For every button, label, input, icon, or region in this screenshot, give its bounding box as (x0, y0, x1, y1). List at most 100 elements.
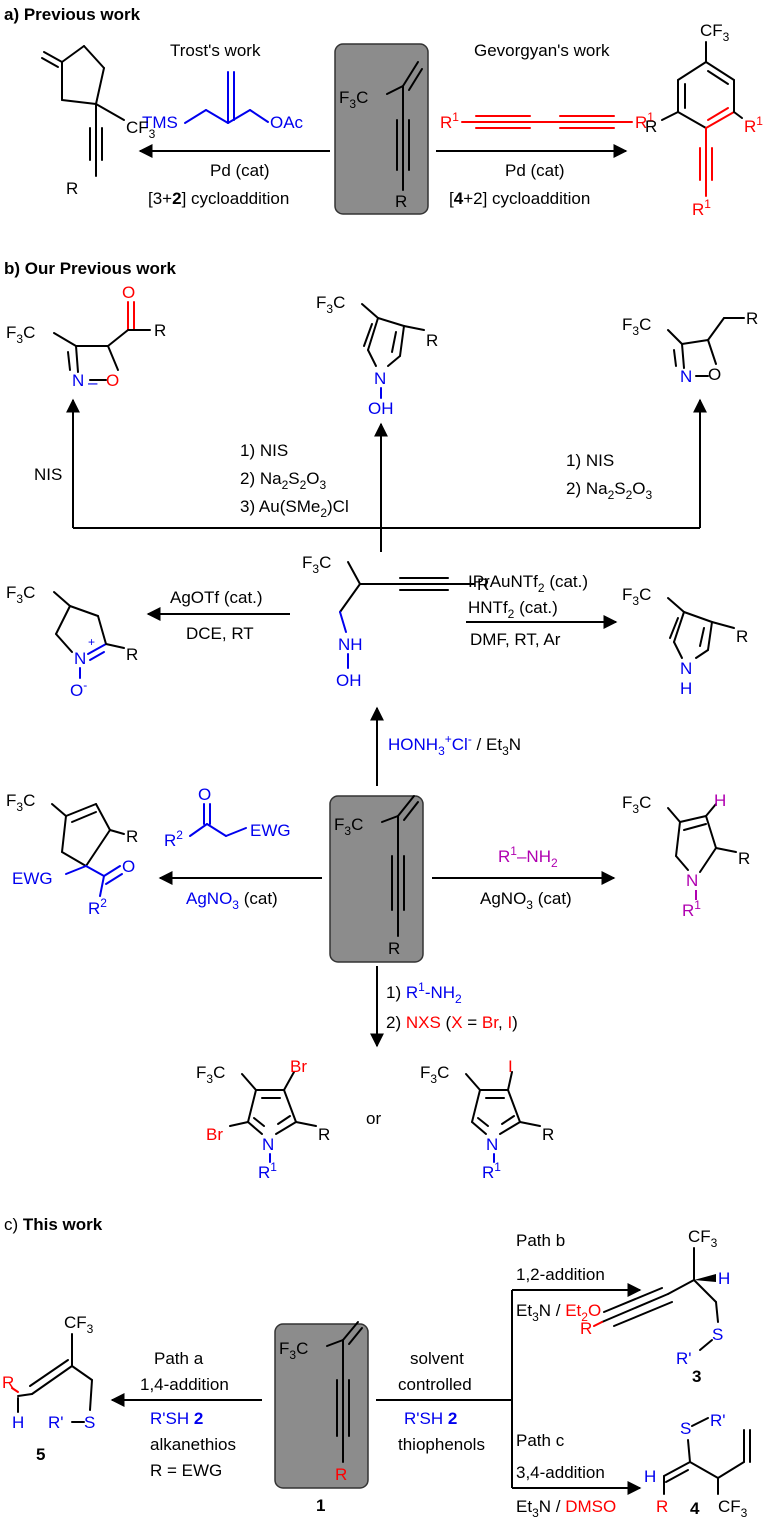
svg-text:H: H (12, 1413, 24, 1432)
svg-text:N: N (374, 369, 386, 388)
svg-text:R1: R1 (682, 898, 701, 920)
agno3-left: AgNO3 (cat) (186, 889, 278, 912)
substrate-box-b (329, 795, 424, 963)
svg-text:R: R (335, 1465, 347, 1484)
gevorgyan-product: CF3 R R1 R1 (645, 21, 763, 219)
svg-text:F3C: F3C (622, 793, 651, 816)
gevorgyan-reagent: R1 R1 (440, 110, 654, 132)
path-a-label: Path a (154, 1349, 204, 1368)
svg-text:O: O (708, 365, 721, 384)
svg-text:F3C: F3C (339, 88, 368, 111)
svg-text:N: N (680, 659, 692, 678)
svg-text:R': R' (710, 1411, 726, 1430)
svg-text:N: N (262, 1135, 274, 1154)
section-b-header: b) Our Previous work (4, 259, 176, 278)
svg-text:OH: OH (368, 399, 394, 418)
n-hydroxypyrrole: F3C N R OH (316, 293, 438, 418)
svg-text:R: R (126, 827, 138, 846)
mid-step-2: 2) Na2S2O3 (240, 469, 327, 492)
svg-text:H: H (644, 1467, 656, 1486)
step-1-label: 1) R1-NH2 (386, 980, 462, 1006)
nitrone-product: F3C N + R O- (6, 583, 138, 700)
svg-text:N: N (74, 649, 86, 668)
svg-text:R1: R1 (482, 1160, 501, 1182)
svg-text:R: R (2, 1373, 14, 1392)
svg-text:R: R (66, 179, 78, 198)
path-c-type: 3,4-addition (516, 1463, 605, 1482)
svg-text:N: N (680, 367, 692, 386)
svg-text:CF3: CF3 (688, 1227, 718, 1250)
svg-text:CF3: CF3 (126, 118, 156, 141)
section-c-header: c) This work (4, 1215, 103, 1234)
mid-step-1: 1) NIS (240, 441, 288, 460)
hydroxylamine-intermediate: F3C R NH OH (302, 553, 489, 690)
svg-text:R1: R1 (258, 1160, 277, 1182)
ipr-label: IPrAuNTf2 (cat.) (468, 572, 588, 595)
svg-text:Br: Br (206, 1125, 223, 1144)
path-b-cond: Et3N / Et2O (516, 1301, 601, 1324)
svg-text:R: R (656, 1497, 668, 1516)
svg-text:Br: Br (290, 1057, 307, 1076)
allene-product-5: CF3 S R' R H 5 (2, 1313, 95, 1464)
svg-text:R: R (738, 849, 750, 868)
svg-text:O: O (122, 283, 135, 302)
svg-text:CF3: CF3 (700, 21, 730, 44)
svg-text:R': R' (48, 1413, 64, 1432)
path-a-r: R = EWG (150, 1461, 222, 1480)
svg-text:O: O (198, 785, 211, 804)
svg-text:R2: R2 (164, 828, 183, 850)
r1nh2-label: R1–NH2 (498, 844, 558, 870)
svg-text:H: H (680, 679, 692, 698)
mid-step-3: 3) Au(SMe2)Cl (240, 497, 349, 520)
svg-text:R: R (388, 939, 400, 958)
dce-label: DCE, RT (186, 624, 254, 643)
path-a-class: alkanethios (150, 1435, 236, 1454)
substrate-box-c (274, 1323, 369, 1489)
trost-title: Trost's work (170, 41, 261, 60)
svg-text:H: H (718, 1269, 730, 1288)
cyclopentene-product: F3C R EWG O R2 (6, 791, 138, 918)
svg-text:R: R (395, 192, 407, 211)
path-c-label: Path c (516, 1431, 565, 1450)
svg-text:S: S (712, 1325, 723, 1344)
right-step-2: 2) Na2S2O3 (566, 479, 653, 502)
svg-text:5: 5 (36, 1445, 45, 1464)
svg-text:N: N (686, 871, 698, 890)
compound-1-label: 1 (316, 1496, 325, 1515)
svg-text:R: R (126, 645, 138, 664)
svg-text:S: S (680, 1419, 691, 1438)
path-a-reagent: R'SH 2 (150, 1409, 203, 1428)
svg-text:R: R (746, 309, 758, 328)
substrate-structure-a: F3C R (339, 61, 423, 211)
svg-text:F3C: F3C (196, 1063, 225, 1086)
svg-text:R2: R2 (88, 896, 107, 918)
agotf-label: AgOTf (cat.) (170, 588, 263, 607)
trost-catalyst: Pd (cat) (210, 161, 270, 180)
svg-text:+: + (88, 635, 95, 649)
svg-text:F3C: F3C (334, 815, 363, 838)
nh-pyrrole: F3C N H R (622, 585, 748, 698)
thiophenols-label: thiophenols (398, 1435, 485, 1454)
svg-text:F3C: F3C (279, 1339, 308, 1362)
solvent-label: solvent (410, 1349, 464, 1368)
svg-text:F3C: F3C (6, 583, 35, 606)
center-reagent: R'SH 2 (404, 1409, 457, 1428)
gevorgyan-cycloaddition: [4+2] cycloaddition (449, 189, 590, 208)
step-2-label: 2) NXS (X = Br, I) (386, 1013, 518, 1032)
svg-text:R: R (426, 331, 438, 350)
svg-text:R': R' (676, 1349, 692, 1368)
hntf2-label: HNTf2 (cat.) (468, 598, 558, 621)
svg-text:F3C: F3C (316, 293, 345, 316)
svg-text:O: O (122, 857, 135, 876)
alkyne-product-3: CF3 H R S R' 3 (580, 1227, 730, 1386)
svg-text:R1: R1 (744, 114, 763, 136)
or-label: or (366, 1109, 381, 1128)
gevorgyan-title: Gevorgyan's work (474, 41, 610, 60)
dibromopyrrole: F3C Br N Br R R1 (196, 1057, 330, 1182)
substrate-structure-b: F3C R (334, 795, 419, 958)
controlled-label: controlled (398, 1375, 472, 1394)
svg-text:R: R (154, 321, 166, 340)
svg-text:NH: NH (338, 635, 363, 654)
trost-reagent: TMS OAc (142, 71, 304, 132)
svg-text:R: R (580, 1319, 592, 1338)
